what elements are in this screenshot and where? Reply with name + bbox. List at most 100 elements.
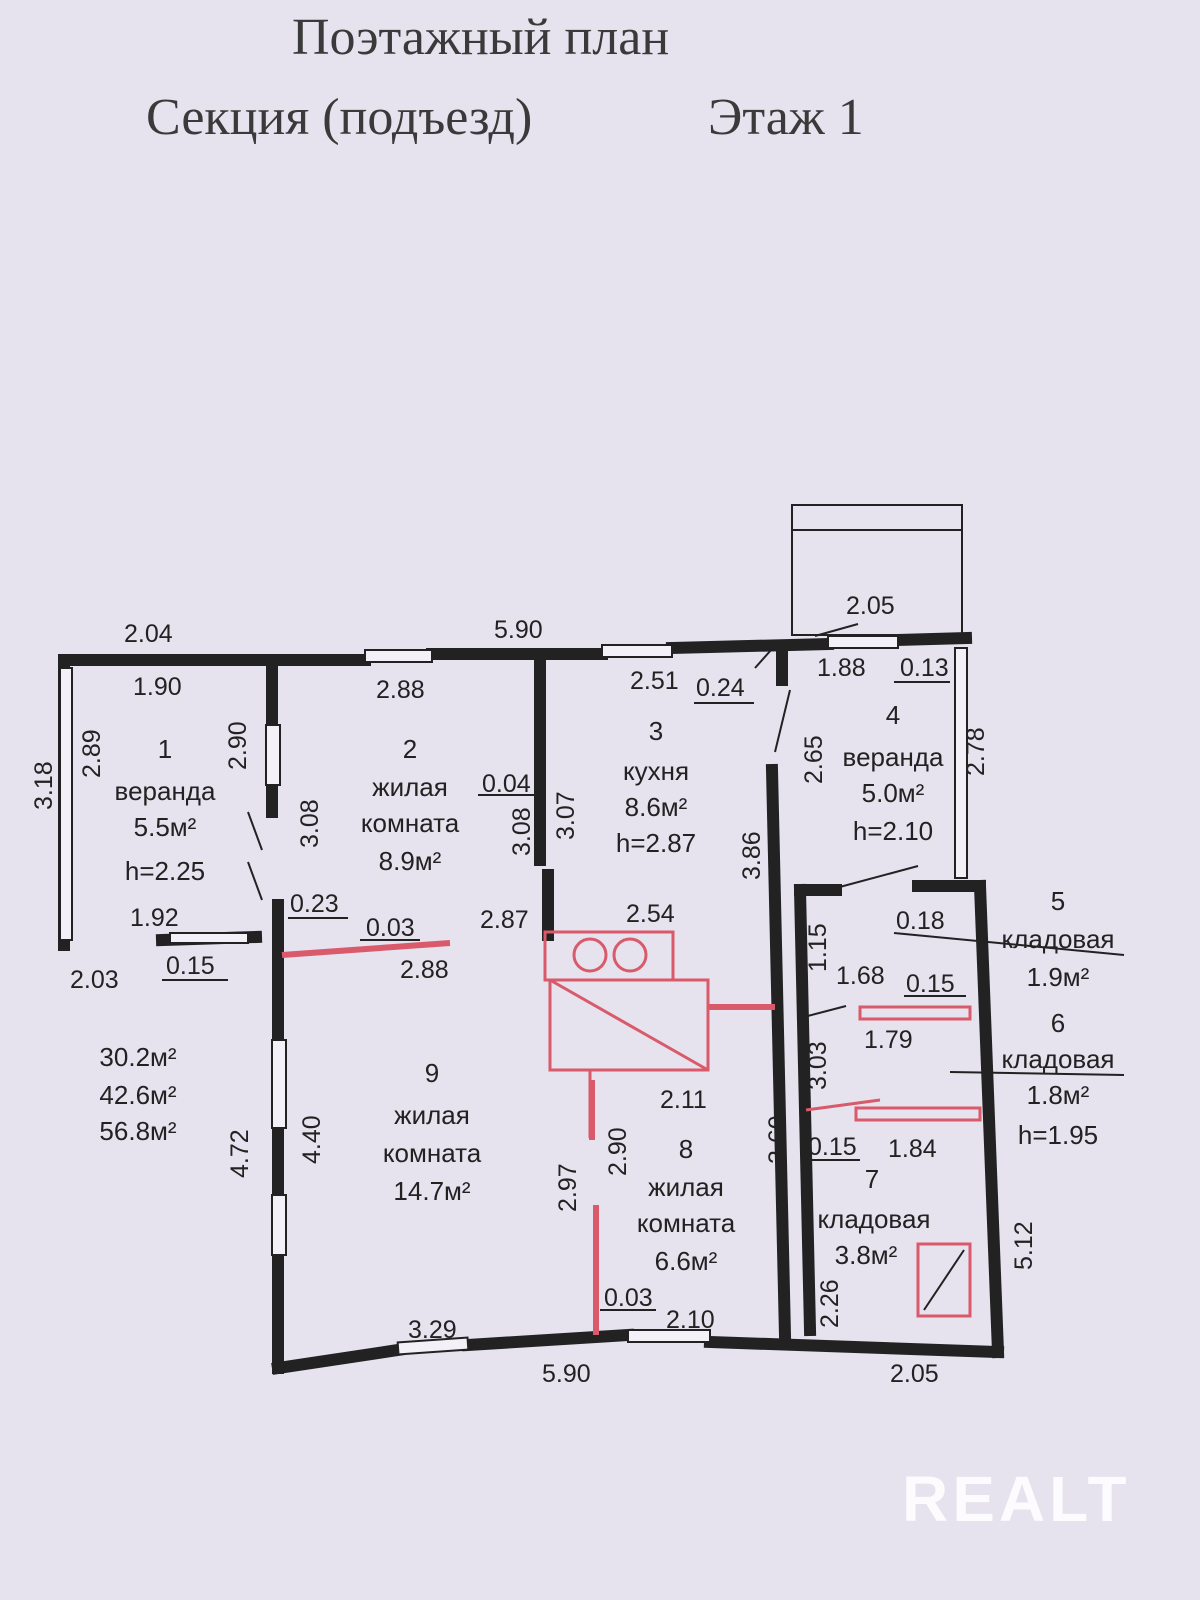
room-height: h=2.25 — [125, 856, 205, 886]
room-height: h=2.87 — [616, 828, 696, 858]
dim-label: 3.08 — [296, 799, 324, 848]
room-number: 7 — [865, 1164, 879, 1194]
room-area: 6.6м² — [655, 1246, 718, 1276]
total-area: 30.2м² — [99, 1042, 176, 1072]
room-2-label: 2 жилая комната 8.9м² — [361, 734, 460, 876]
area-totals: 30.2м² 42.6м² 56.8м² — [99, 1042, 176, 1146]
red-partitions — [281, 940, 775, 1335]
room-area: 8.6м² — [625, 792, 688, 822]
dim-label: 1.68 — [836, 962, 885, 990]
dim-label: 3.29 — [408, 1316, 457, 1344]
room-area: 8.9м² — [379, 846, 442, 876]
room-area: 1.9м² — [1027, 962, 1090, 992]
room-name: веранда — [115, 776, 216, 806]
room-area: 5.5м² — [134, 812, 197, 842]
dim-label: 4.40 — [298, 1115, 326, 1164]
dim-label: 0.15 — [808, 1133, 857, 1161]
windows — [59, 635, 968, 1356]
dim-label: 0.13 — [900, 654, 949, 682]
dim-label: 1.90 — [133, 673, 182, 701]
dim-label: 3.86 — [738, 831, 766, 880]
room-8-label: 8 жилая комната 6.6м² — [637, 1134, 736, 1276]
room-number: 2 — [403, 734, 417, 764]
room-name: комната — [637, 1208, 736, 1238]
dim-label: 3.07 — [552, 791, 580, 840]
dim-label: 1.79 — [864, 1026, 913, 1054]
room-height: h=2.10 — [853, 816, 933, 846]
stove-block — [543, 930, 710, 1138]
room-number: 8 — [679, 1134, 693, 1164]
entrance-porch — [791, 504, 963, 636]
room-name: жилая — [372, 772, 448, 802]
room-name: жилая — [394, 1100, 470, 1130]
dim-label: 0.24 — [696, 674, 745, 702]
dim-label: 2.10 — [666, 1306, 715, 1334]
dim-label: 2.90 — [604, 1127, 632, 1176]
realt-watermark-logo: REALT — [902, 1463, 1131, 1535]
dim-label: 5.12 — [1010, 1221, 1038, 1270]
dim-label: 0.04 — [482, 770, 531, 798]
room-3-label: 3 кухня 8.6м² h=2.87 — [616, 716, 696, 858]
room-area: 14.7м² — [393, 1176, 470, 1206]
dim-label: 0.23 — [290, 890, 339, 918]
dim-label: 2.97 — [554, 1163, 582, 1212]
total-area: 56.8м² — [99, 1116, 176, 1146]
room-height: h=1.95 — [1018, 1120, 1098, 1150]
dim-label: 3.03 — [804, 1041, 832, 1090]
dim-label: 2.90 — [224, 721, 252, 770]
dim-label: 2.88 — [400, 956, 449, 984]
dim-label: 3.08 — [508, 807, 536, 856]
room-name: кладовая — [818, 1204, 931, 1234]
room-number: 4 — [886, 700, 900, 730]
dim-label: 2.87 — [480, 906, 529, 934]
dim-label: 2.89 — [78, 729, 106, 778]
plan-title: Поэтажный план — [292, 9, 670, 66]
room-6-label: 6 кладовая 1.8м² h=1.95 — [1002, 1008, 1115, 1150]
dim-label: 1.84 — [888, 1135, 937, 1163]
dim-label: 5.90 — [494, 616, 543, 644]
dim-label: 3.60 — [764, 1115, 792, 1164]
dim-label: 2.26 — [816, 1279, 844, 1328]
dim-label: 2.11 — [660, 1086, 707, 1114]
dim-label: 1.15 — [804, 923, 832, 972]
dim-label: 2.03 — [70, 966, 119, 994]
room-number: 6 — [1051, 1008, 1065, 1038]
dim-label: 2.05 — [890, 1360, 939, 1388]
dim-label: 0.15 — [906, 970, 955, 998]
storage-shelves — [805, 1005, 982, 1318]
room-name: кладовая — [1002, 924, 1115, 954]
room-name: кухня — [623, 756, 689, 786]
room-area: 5.0м² — [862, 778, 925, 808]
dim-label: 0.18 — [896, 907, 945, 935]
dim-label: 1.88 — [817, 654, 866, 682]
room-number: 1 — [158, 734, 172, 764]
room-area: 1.8м² — [1027, 1080, 1090, 1110]
dimension-labels: 2.04 5.90 2.05 1.90 2.88 2.51 0.24 1.88 … — [30, 592, 1038, 1388]
floor-label: Этаж 1 — [708, 89, 864, 146]
dim-label: 1.92 — [130, 904, 179, 932]
doors — [247, 623, 919, 1019]
room-name: жилая — [648, 1172, 724, 1202]
room-9-label: 9 жилая комната 14.7м² — [383, 1058, 482, 1206]
room-name: комната — [361, 808, 460, 838]
dim-label: 2.54 — [626, 900, 675, 928]
leader-lines — [162, 681, 1125, 1311]
room-area: 3.8м² — [835, 1240, 898, 1270]
total-area: 42.6м² — [99, 1080, 176, 1110]
room-7-label: 7 кладовая 3.8м² — [818, 1164, 931, 1270]
dim-label: 2.65 — [800, 735, 828, 784]
room-number: 5 — [1051, 886, 1065, 916]
dim-label: 2.51 — [630, 667, 679, 695]
room-1-label: 1 веранда 5.5м² h=2.25 — [115, 734, 216, 886]
room-name: веранда — [843, 742, 944, 772]
dim-label: 2.88 — [376, 676, 425, 704]
dim-label: 0.15 — [166, 952, 215, 980]
room-name: кладовая — [1002, 1044, 1115, 1074]
dim-label: 2.78 — [962, 727, 990, 776]
room-number: 9 — [425, 1058, 439, 1088]
dim-label: 0.03 — [604, 1284, 653, 1312]
dim-label: 2.04 — [124, 620, 173, 648]
dim-label: 0.03 — [366, 914, 415, 942]
